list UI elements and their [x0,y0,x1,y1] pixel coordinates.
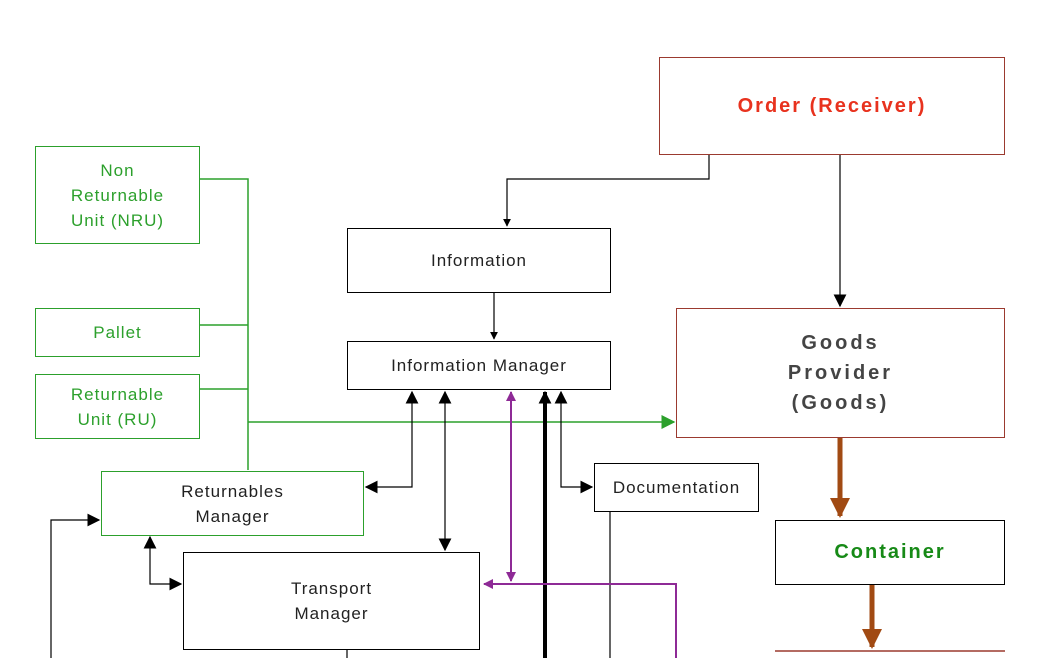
pallet-node[interactable]: Pallet [35,308,200,357]
information-manager-node[interactable]: Information Manager [347,341,611,390]
documentation-label: Documentation [612,478,741,497]
arrow-returnables-transport [143,535,183,591]
information-manager-label: Information Manager [391,356,567,375]
goods-provider-label: Goods Provider (Goods) [787,332,894,414]
arrow-order-to-information [503,155,710,227]
order-receiver-node[interactable]: Order (Receiver) [659,57,1005,155]
non-returnable-unit-label: Non Returnable Unit (NRU) [70,160,165,230]
information-node[interactable]: Information [347,228,611,293]
returnables-manager-label: Returnables Manager [181,481,284,526]
container-label: Container [834,541,946,563]
arrow-infomgr-returnables [364,390,419,494]
arrow-left-loop-to-returnables [50,513,101,658]
transport-manager-node[interactable]: Transport Manager [183,552,480,650]
green-connector-nru [200,178,249,470]
returnable-unit-node[interactable]: Returnable Unit (RU) [35,374,200,439]
returnable-unit-label: Returnable Unit (RU) [70,384,165,429]
order-receiver-label: Order (Receiver) [737,94,927,117]
pallet-label: Pallet [93,323,142,342]
goods-provider-node[interactable]: Goods Provider (Goods) [676,308,1005,438]
returnables-manager-node[interactable]: Returnables Manager [101,471,364,536]
arrow-infomgr-documentation [554,390,594,494]
transport-manager-label: Transport Manager [290,579,373,623]
purple-arrow-into-transport [483,579,677,658]
non-returnable-unit-node[interactable]: Non Returnable Unit (NRU) [35,146,200,244]
information-label: Information [430,251,528,270]
documentation-node[interactable]: Documentation [594,463,759,512]
container-node[interactable]: Container [775,520,1005,585]
